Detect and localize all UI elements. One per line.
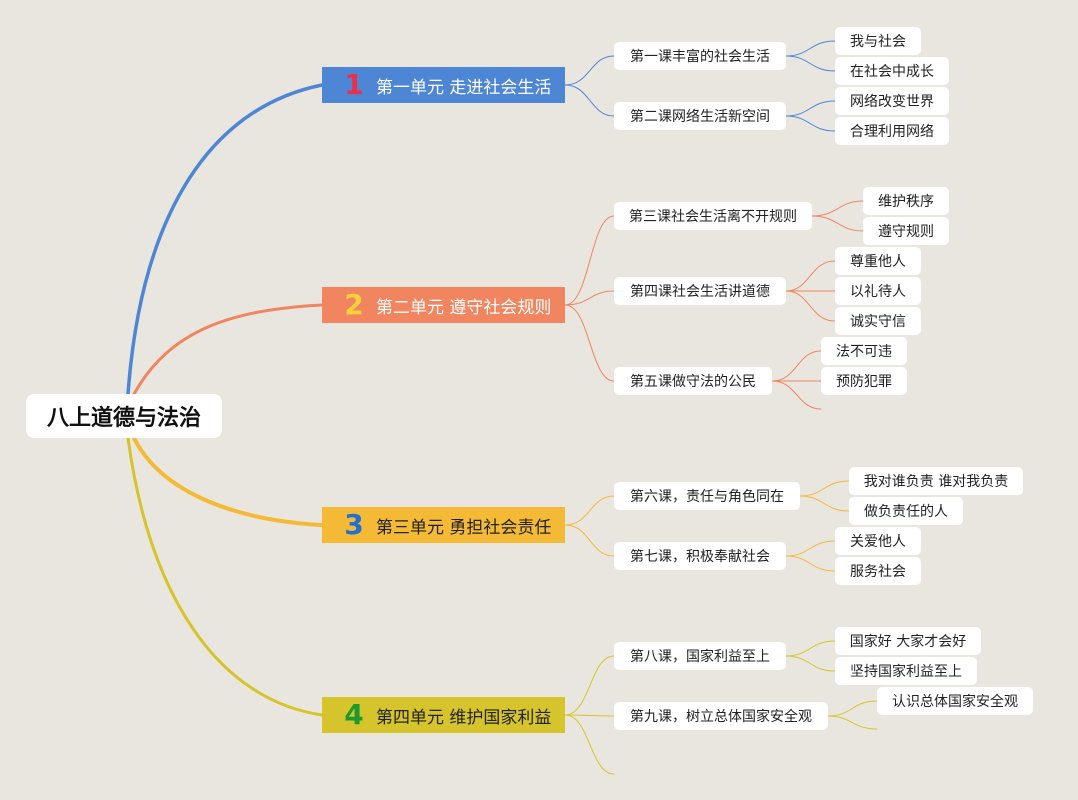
lesson-3[interactable]: 第三课社会生活离不开规则 — [614, 202, 812, 230]
topic-3-1[interactable]: 维护秩序 — [863, 187, 949, 215]
unit-3[interactable]: 3 第三单元 勇担社会责任 — [322, 507, 565, 543]
unit-1-label: 第一单元 走进社会生活 — [376, 77, 552, 98]
topic-6-2[interactable]: 做负责任的人 — [849, 497, 963, 525]
topic-2-2[interactable]: 合理利用网络 — [835, 117, 949, 145]
lesson-2[interactable]: 第二课网络生活新空间 — [614, 102, 786, 130]
root-title: 八上道德与法治 — [46, 406, 201, 431]
lesson-6[interactable]: 第六课，责任与角色同在 — [614, 482, 800, 510]
topic-8-1[interactable]: 国家好 大家才会好 — [835, 627, 981, 655]
topic-4-2[interactable]: 以礼待人 — [835, 277, 921, 305]
unit-2[interactable]: 2 第二单元 遵守社会规则 — [322, 287, 565, 323]
lesson-9[interactable]: 第九课，树立总体国家安全观 — [614, 702, 828, 730]
unit-4-number: 4 — [344, 698, 364, 731]
topic-9-1[interactable]: 认识总体国家安全观 — [877, 687, 1033, 715]
topic-3-2[interactable]: 遵守规则 — [863, 217, 949, 245]
unit-2-label: 第二单元 遵守社会规则 — [376, 297, 552, 318]
root-topic[interactable]: 八上道德与法治 — [26, 394, 222, 438]
topic-1-2[interactable]: 在社会中成长 — [835, 57, 949, 85]
unit-3-label: 第三单元 勇担社会责任 — [376, 517, 552, 538]
topic-4-3[interactable]: 诚实守信 — [835, 307, 921, 335]
topic-7-2[interactable]: 服务社会 — [835, 557, 921, 585]
unit-1-number: 1 — [344, 68, 364, 101]
topic-8-2[interactable]: 坚持国家利益至上 — [835, 657, 977, 685]
unit-4-label: 第四单元 维护国家利益 — [376, 707, 552, 728]
topic-4-1[interactable]: 尊重他人 — [835, 247, 921, 275]
lesson-4[interactable]: 第四课社会生活讲道德 — [614, 277, 786, 305]
lesson-7[interactable]: 第七课，积极奉献社会 — [614, 542, 786, 570]
unit-3-number: 3 — [344, 508, 364, 541]
topic-2-1[interactable]: 网络改变世界 — [835, 87, 949, 115]
topic-5-2[interactable]: 预防犯罪 — [821, 367, 907, 395]
unit-2-number: 2 — [344, 288, 364, 321]
topic-7-1[interactable]: 关爱他人 — [835, 527, 921, 555]
unit-1[interactable]: 1 第一单元 走进社会生活 — [322, 67, 565, 103]
lesson-1[interactable]: 第一课丰富的社会生活 — [614, 42, 786, 70]
lesson-5[interactable]: 第五课做守法的公民 — [614, 367, 772, 395]
topic-5-1[interactable]: 法不可违 — [821, 337, 907, 365]
lesson-8[interactable]: 第八课，国家利益至上 — [614, 642, 786, 670]
topic-1-1[interactable]: 我与社会 — [835, 27, 921, 55]
unit-4[interactable]: 4 第四单元 维护国家利益 — [322, 697, 565, 733]
topic-6-1[interactable]: 我对谁负责 谁对我负责 — [849, 467, 1023, 495]
